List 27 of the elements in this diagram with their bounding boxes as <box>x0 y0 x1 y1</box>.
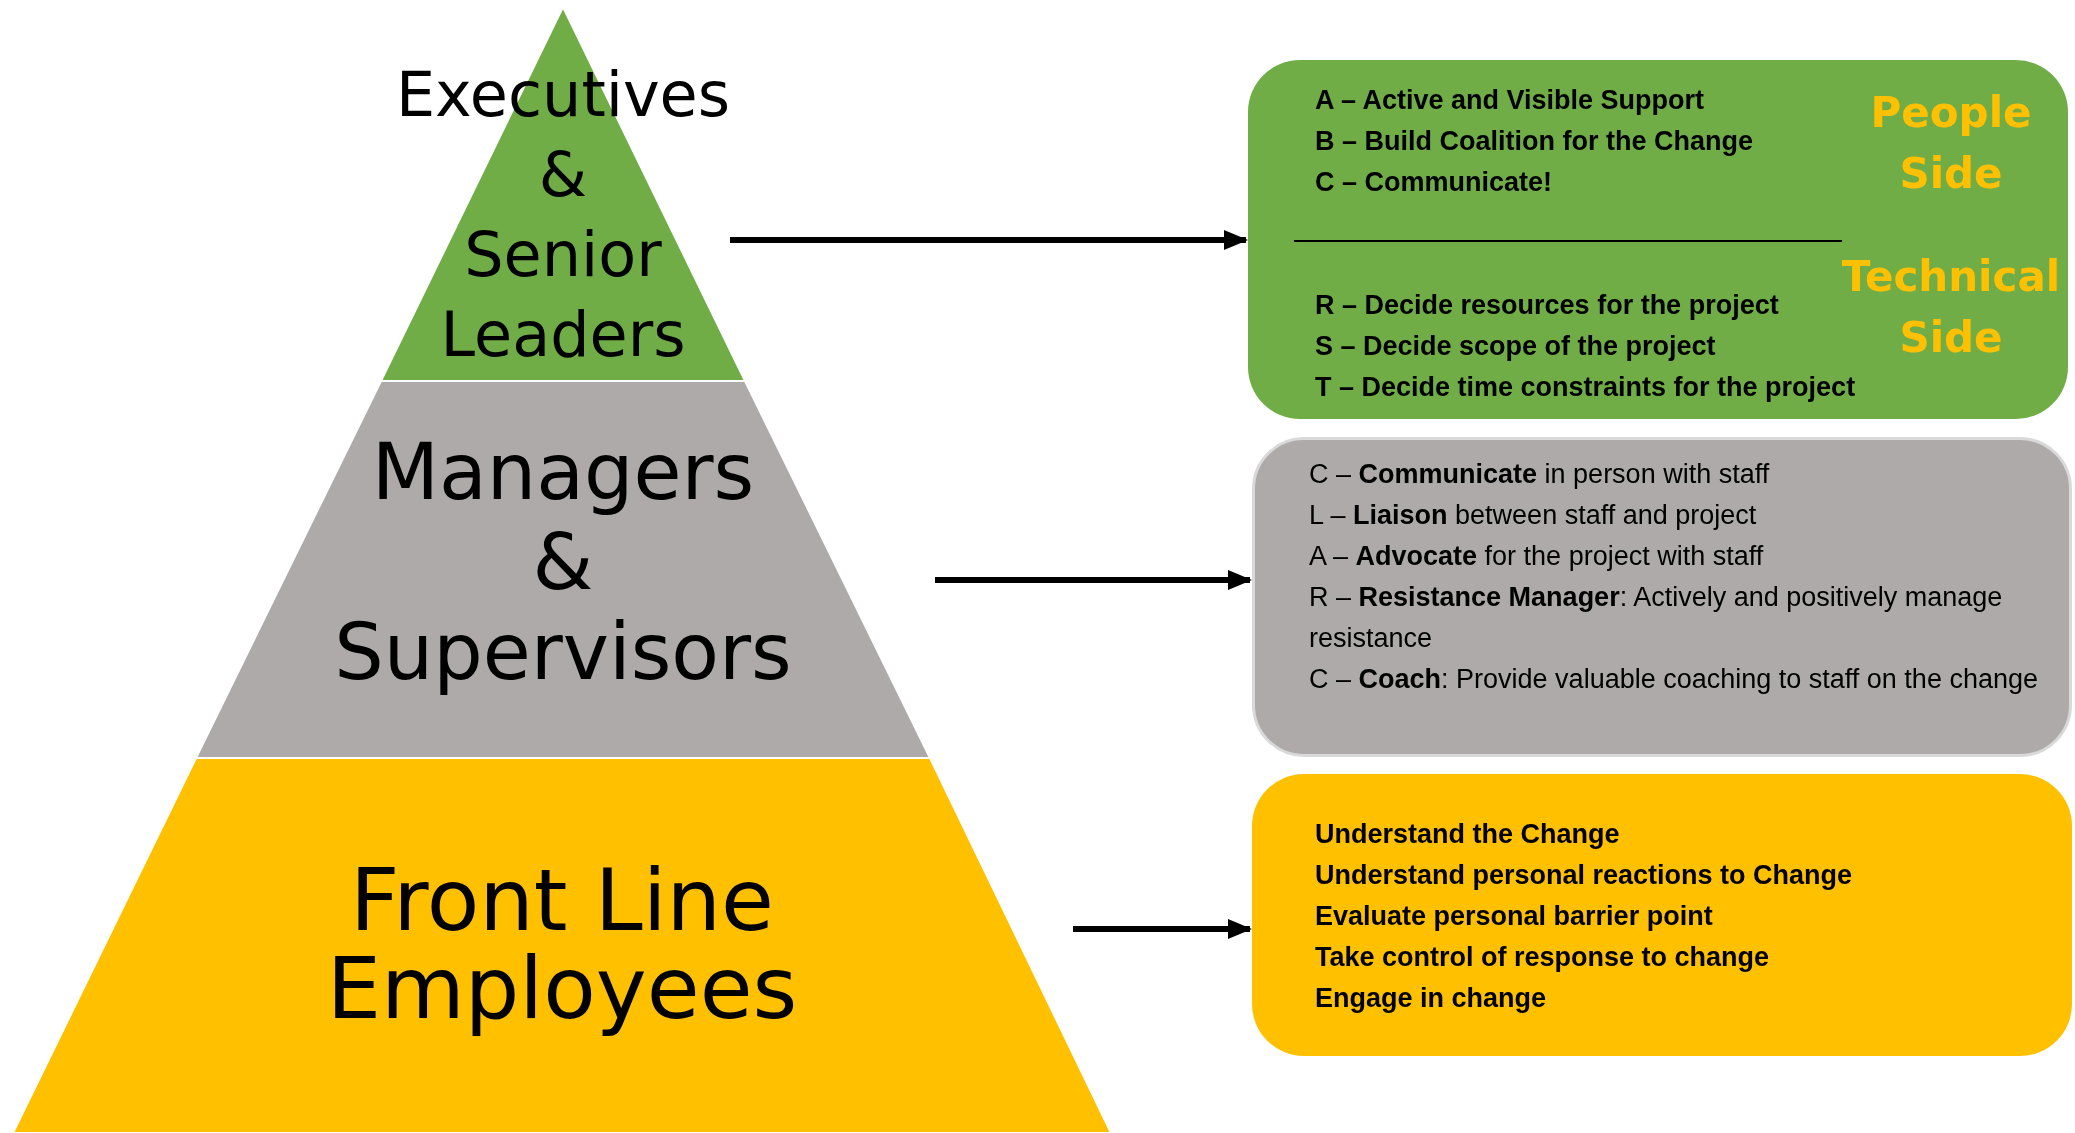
side-heading: People Side <box>1869 87 2033 200</box>
pyramid-tier <box>13 758 1111 1133</box>
list-item: R – Resistance Manager: Actively and positively manage resistance <box>1309 581 2004 655</box>
list-item: L – Liaison between staff and project <box>1309 499 1758 532</box>
list-item: Evaluate personal barrier point <box>1315 900 1714 933</box>
list-item: B – Build Coalition for the Change <box>1315 125 1753 158</box>
pyramid-tier <box>196 381 930 758</box>
list-item: C – Coach: Provide valuable coaching to staff on the change <box>1309 663 2039 696</box>
arrow <box>935 570 1252 590</box>
list-item: A – Advocate for the project with staff <box>1309 540 1765 573</box>
list-item: T – Decide time constraints for the project <box>1315 371 1856 404</box>
list-item: C – Communicate in person with staff <box>1309 458 1771 491</box>
list-item: A – Active and Visible Support <box>1315 84 1705 117</box>
list-item: R – Decide resources for the project <box>1315 289 1779 322</box>
role-card <box>1252 437 2072 757</box>
side-heading: Technical Side <box>1840 251 2062 364</box>
list-item: Understand the Change <box>1315 818 1621 851</box>
arrow <box>730 230 1248 250</box>
tier-label: Managers & Supervisors <box>334 427 792 697</box>
list-item: S – Decide scope of the project <box>1315 330 1716 363</box>
list-item: Engage in change <box>1315 982 1548 1015</box>
list-item: Understand personal reactions to Change <box>1315 859 1854 892</box>
role-card <box>1248 60 2068 419</box>
role-card <box>1252 774 2072 1056</box>
arrow <box>1073 919 1252 939</box>
list-item: C – Communicate! <box>1315 166 1553 199</box>
list-item: Take control of response to change <box>1315 941 1771 974</box>
